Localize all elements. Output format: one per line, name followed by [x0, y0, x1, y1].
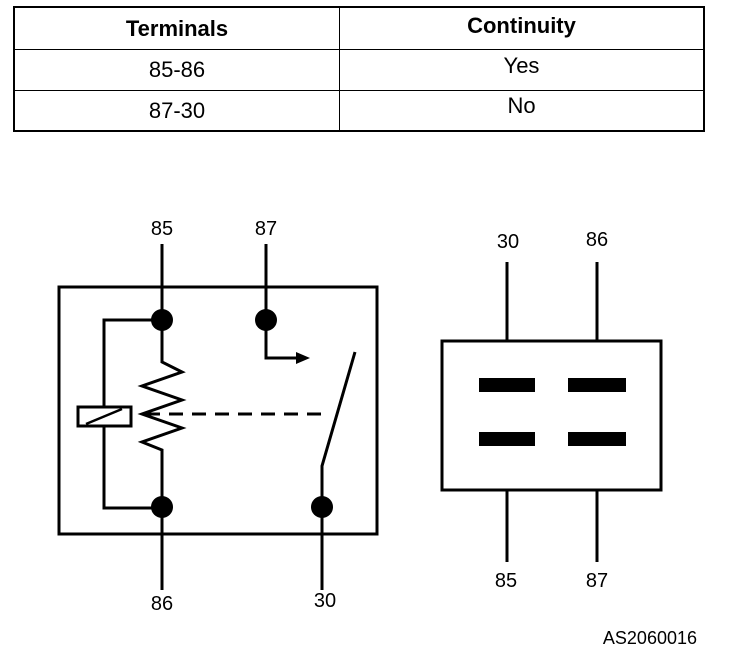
label-86: 86	[151, 593, 173, 615]
row-2-terminals: 87-30	[148, 97, 206, 123]
row-2-continuity: No	[507, 93, 536, 118]
table-column-divider	[339, 8, 340, 130]
contact-87-wire	[264, 320, 296, 360]
terminal-dot-30	[311, 496, 333, 518]
pin-blade-87	[568, 432, 626, 446]
pin-label-86: 86	[586, 229, 608, 251]
row-1-continuity: Yes	[503, 53, 540, 78]
relay-pinout: 30 86 85 87	[440, 229, 663, 592]
terminal-dot-85	[151, 309, 173, 331]
terminal-dot-86	[151, 496, 173, 518]
label-87: 87	[255, 218, 277, 240]
pinout-housing	[440, 339, 663, 492]
arrow-head-icon	[296, 352, 310, 364]
continuity-table: Terminals Continuity 85-86 Yes 87-30 No	[13, 6, 705, 132]
terminal-dot-87	[255, 309, 277, 331]
resistor-zigzag	[137, 320, 187, 508]
table-header-divider	[15, 49, 703, 50]
relay-schematic: 85 87 86 30	[57, 218, 379, 615]
switch-blade	[320, 351, 357, 507]
header-terminals: Terminals	[125, 15, 229, 41]
row-1-terminals: 85-86	[148, 57, 206, 82]
pin-label-87: 87	[586, 570, 608, 592]
label-30: 30	[314, 590, 336, 612]
pin-blade-86	[568, 378, 626, 392]
schematic-housing	[57, 285, 379, 536]
pin-blade-85	[479, 432, 535, 446]
pin-label-30: 30	[497, 231, 519, 253]
table-row-divider	[15, 90, 703, 91]
label-85: 85	[151, 218, 173, 240]
pin-blade-30	[479, 378, 535, 392]
header-continuity: Continuity	[467, 13, 576, 38]
figure-id: AS2060016	[603, 628, 697, 648]
pin-label-85: 85	[495, 570, 517, 592]
coil-slash	[85, 407, 123, 426]
